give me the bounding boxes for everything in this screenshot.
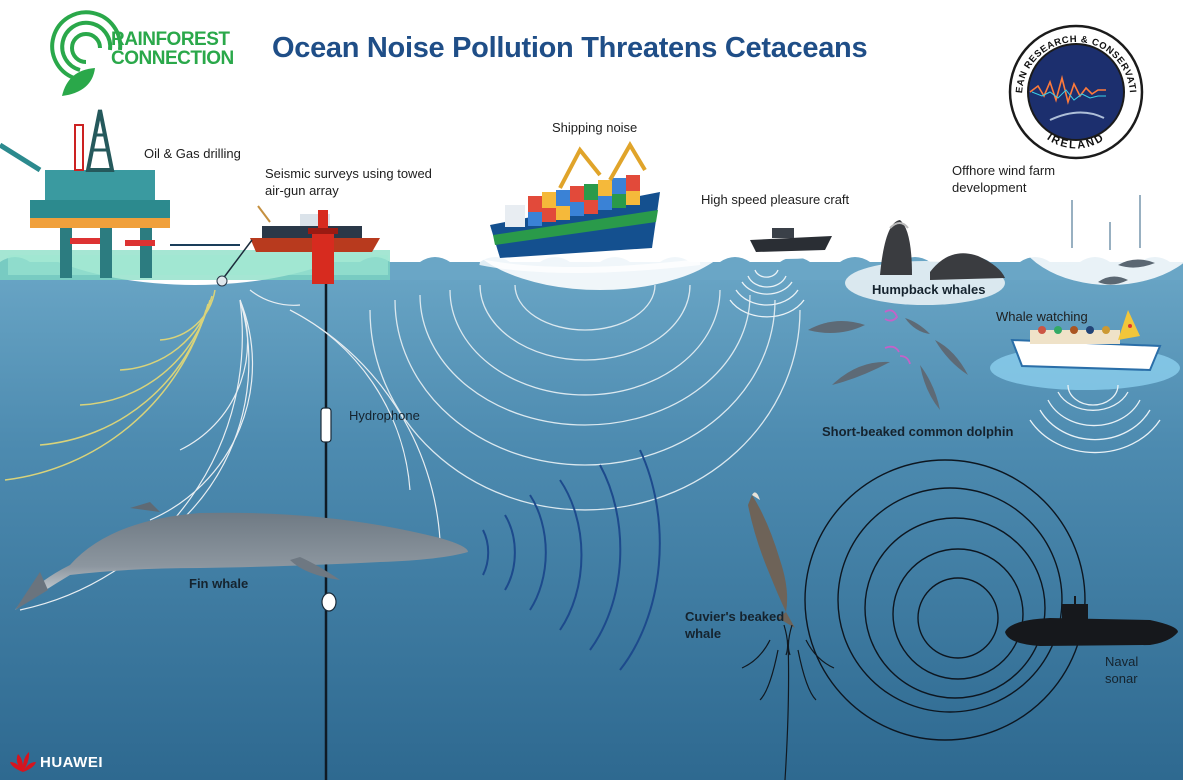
rainforest-logo-line1: RAINFOREST xyxy=(111,29,230,50)
rainforest-logo-line2: CONNECTION xyxy=(111,48,234,69)
buoy-icon xyxy=(308,210,338,284)
dolphin-icon xyxy=(1098,259,1155,285)
wind-turbine-icon xyxy=(1043,171,1163,250)
hydrophone-node-icon xyxy=(321,592,337,612)
label-naval-sonar-line2: sonar xyxy=(1105,671,1138,686)
wind-turbine-icon xyxy=(1071,195,1141,250)
rainforest-logo: RAINFOREST CONNECTION xyxy=(55,24,234,99)
dolphin-sound-icon xyxy=(884,309,911,365)
label-naval-sonar-line1: Naval xyxy=(1105,654,1139,669)
label-high-speed-pleasure-craft: High speed pleasure craft xyxy=(701,192,850,207)
label-oil-gas-drilling: Oil & Gas drilling xyxy=(144,146,241,161)
orc-logo-top-text: OCEAN RESEARCH & CONSERVATION xyxy=(1006,26,1138,94)
leaf-icon xyxy=(62,68,95,96)
humpback-whale-icon xyxy=(880,220,1005,280)
label-humpback-whales: Humpback whales xyxy=(872,282,986,297)
rainforest-logo-text: RAINFOREST CONNECTION xyxy=(111,30,234,68)
huawei-logo: HUAWEI xyxy=(10,752,140,776)
label-hydrophone: Hydrophone xyxy=(349,408,420,423)
label-shipping-noise: Shipping noise xyxy=(552,120,638,135)
label-seismic-surveys-line2: air-gun array xyxy=(265,183,339,198)
shipping-sound-waves xyxy=(369,284,801,511)
orc-logo-bottom-text: IRELAND xyxy=(1045,131,1107,151)
fin-whale-sound-waves xyxy=(482,449,661,671)
seismic-sound-waves xyxy=(4,289,441,611)
hydrophone-icon xyxy=(320,407,332,443)
whale-watching-boat-icon xyxy=(1010,310,1162,372)
label-cuviers-beaked-whale-line1: Cuvier's beaked xyxy=(685,609,785,624)
label-whale-watching: Whale watching xyxy=(996,309,1088,324)
label-wind-farm-line2: development xyxy=(952,180,1027,195)
label-short-beaked-common-dolphin: Short-beaked common dolphin xyxy=(822,424,1014,439)
beaked-whale-icon xyxy=(748,492,795,628)
fin-whale-icon xyxy=(15,502,468,610)
cargo-ship-icon xyxy=(479,141,701,273)
rainforest-logo-icon xyxy=(50,10,123,80)
label-wind-farm-line1: Offhore wind farm xyxy=(952,163,1056,178)
page-title: Ocean Noise Pollution Threatens Cetacean… xyxy=(272,32,868,64)
orc-logo: OCEAN RESEARCH & CONSERVATION IRELAND xyxy=(1006,26,1138,152)
label-fin-whale: Fin whale xyxy=(189,576,249,591)
label-cuviers-beaked-whale-line2: whale xyxy=(685,626,722,641)
whale-watching-sound-waves xyxy=(1029,384,1161,454)
dolphin-icon xyxy=(808,318,968,410)
sonar-sound-waves xyxy=(804,459,1086,741)
huawei-logo-icon xyxy=(10,752,36,772)
speedboat-sound-waves xyxy=(729,269,805,318)
label-seismic-surveys-line1: Seismic surveys using towed xyxy=(265,166,432,181)
submarine-icon xyxy=(1005,596,1178,646)
beaked-whale-sound-waves xyxy=(741,624,835,780)
huawei-logo-text: HUAWEI xyxy=(40,754,103,771)
speedboat-icon xyxy=(739,228,841,260)
orc-logo-icon xyxy=(1008,24,1144,160)
